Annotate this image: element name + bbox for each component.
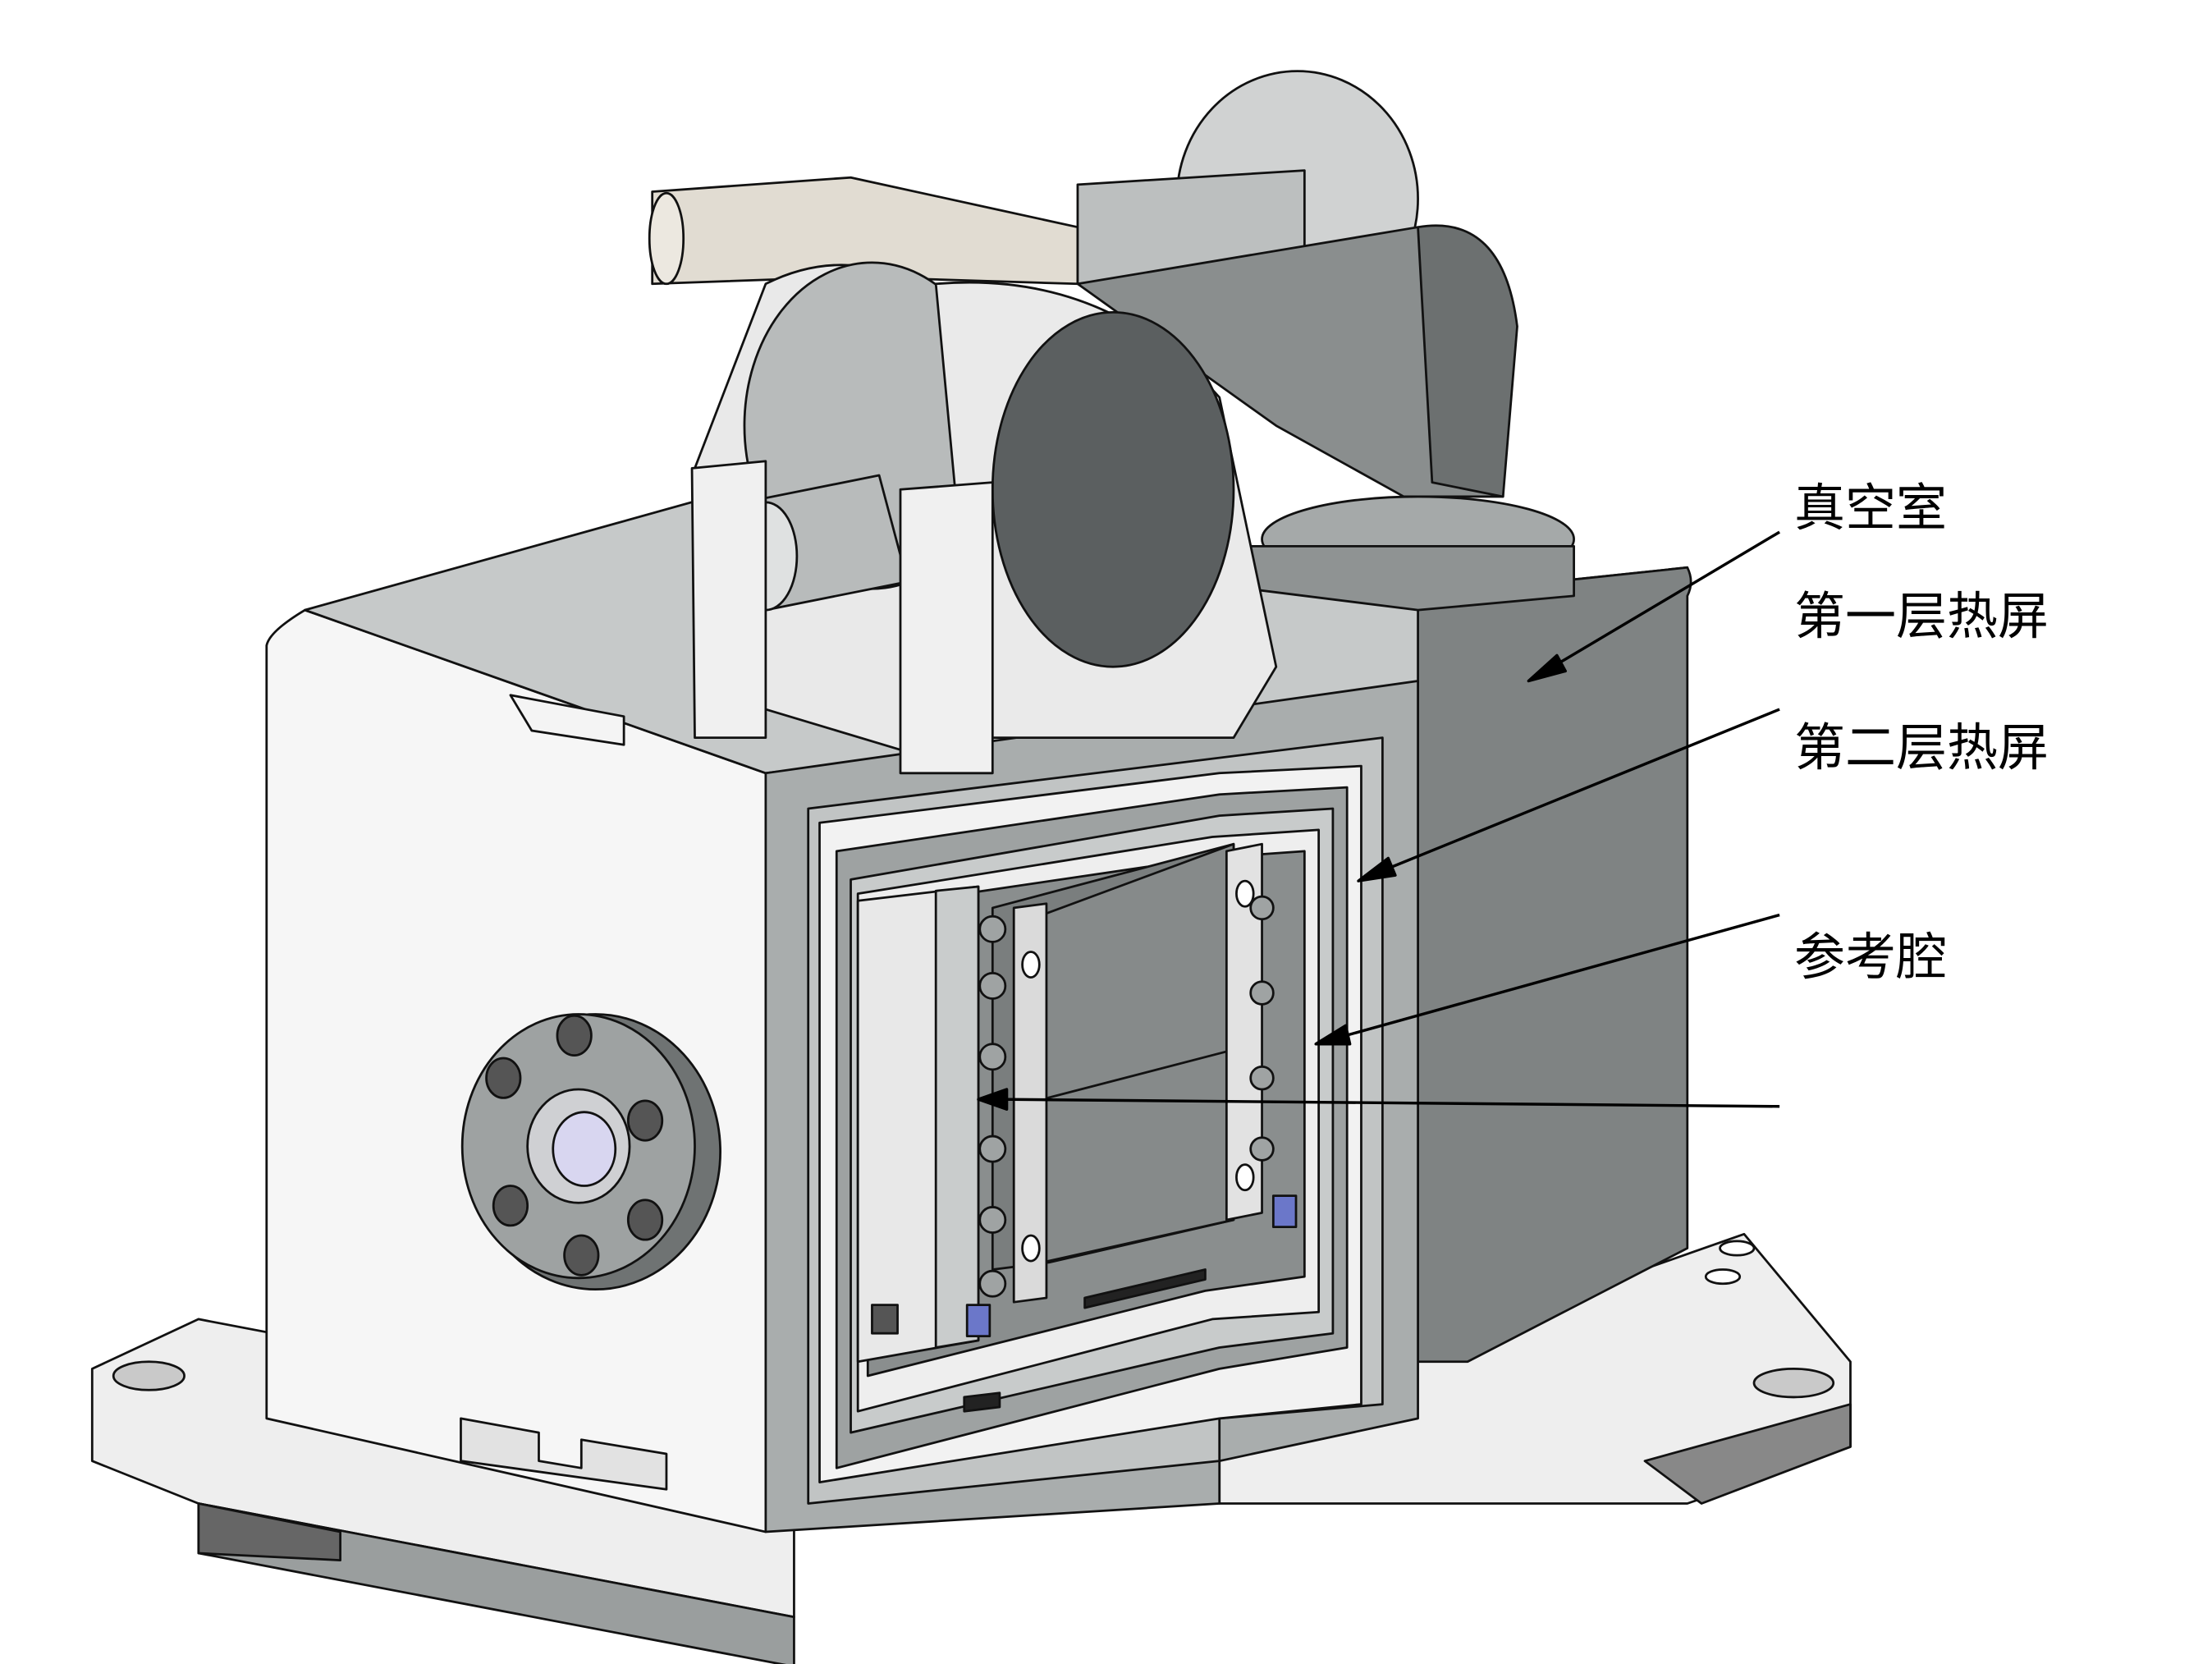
label-second-thermal-shield: 第二层热屏 xyxy=(1794,717,2049,777)
label-vacuum-chamber: 真空室 xyxy=(1794,478,1948,538)
optical-window-flange xyxy=(460,1013,721,1291)
label-reference-cavity: 参考腔 xyxy=(1794,927,1948,987)
top-pipe-assembly xyxy=(648,70,1575,775)
annotation-arrows xyxy=(977,530,1780,1111)
reference-cavity xyxy=(856,842,1298,1413)
label-first-thermal-shield: 第一层热屏 xyxy=(1794,586,2049,646)
